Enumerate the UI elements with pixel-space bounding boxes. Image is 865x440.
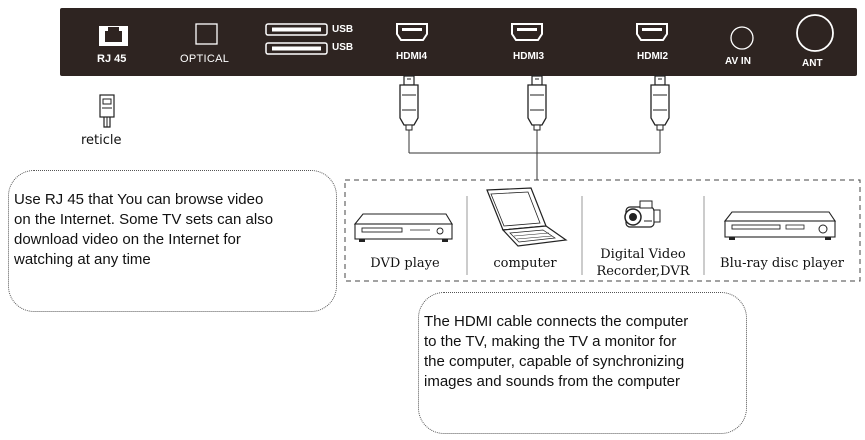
hdmi-cable-2 [527,75,547,131]
rj45-callout-box [8,170,337,312]
hdmi2-label: HDMI2 [637,51,669,62]
ethernet-plug-icon [99,94,115,128]
rj45-callout-line: Use RJ 45 that You can browse video [14,191,264,208]
devices-group-box [344,179,861,282]
hdmi3-port-icon [511,23,543,41]
reticle-label: reticle [81,133,122,148]
rj45-label: RJ 45 [97,53,127,65]
ant-label: ANT [802,58,823,69]
av-in-label: AV IN [725,56,751,67]
optical-label: OPTICAL [180,53,230,65]
camcorder-icon [624,200,661,228]
rj45-callout-line: on the Internet. Some TV sets can also [14,211,274,228]
hdmi3-label: HDMI3 [513,51,545,62]
optical-port-icon [195,23,218,45]
dvd-player-label: DVD playe [370,256,440,271]
computer-label: computer [493,256,557,271]
hdmi-callout-line: to the TV, making the TV a monitor for [424,333,677,350]
hdmi4-label: HDMI4 [396,51,428,62]
rj45-callout-text: Use RJ 45 that You can browse video on t… [14,190,334,270]
hdmi4-port-icon [396,23,428,41]
rj45-callout-line: watching at any time [14,251,151,268]
dvd-player-icon [353,213,453,242]
rj45-callout-line: download video on the Internet for [14,231,241,248]
rj45-port-icon [99,26,128,46]
dvr-label-line2: Recorder,DVR [596,264,690,279]
connection-lines [408,130,661,180]
hdmi2-port-icon [636,23,668,41]
bluray-player-label: Blu-ray disc player [720,256,844,271]
hdmi-callout-text: The HDMI cable connects the computer to … [424,312,749,392]
bluray-player-icon [723,211,837,240]
hdmi-cable-3 [650,75,670,131]
dvr-label-line1: Digital Video [600,247,686,262]
usb-bottom-label: USB [332,42,354,53]
tv-rear-panel [60,8,857,76]
hdmi-cable-1 [399,75,419,131]
hdmi-callout-box [418,292,747,434]
ant-port-icon [796,14,834,52]
laptop-computer-icon [486,187,568,247]
hdmi-callout-line: images and sounds from the computer [424,373,680,390]
hdmi-callout-line: the computer, capable of synchronizing [424,353,685,370]
usb-top-label: USB [332,24,354,35]
hdmi-callout-line: The HDMI cable connects the computer [424,313,689,330]
av-in-port-icon [730,26,754,50]
usb-port-icons [265,23,328,55]
device-separators [466,196,705,275]
